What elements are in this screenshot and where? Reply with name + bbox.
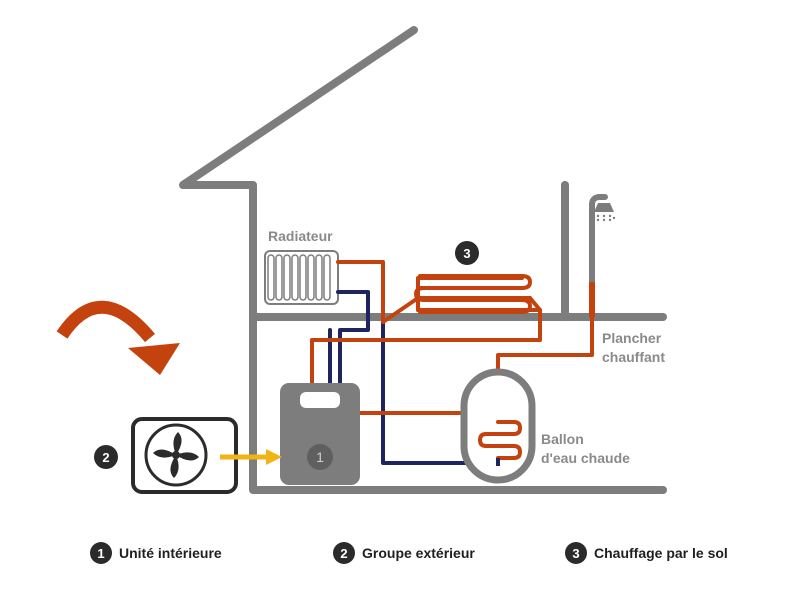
legend-item-3: 3 Chauffage par le sol bbox=[565, 542, 728, 564]
badge-underfloor: 3 bbox=[455, 241, 479, 265]
indoor-unit-number: 1 bbox=[316, 449, 324, 465]
radiator-icon bbox=[264, 250, 339, 305]
badge-outdoor-unit: 2 bbox=[94, 445, 118, 469]
ballon-label-line2: d'eau chaude bbox=[541, 450, 630, 466]
legend-item-1: 1 Unité intérieure bbox=[90, 542, 222, 564]
plancher-label-line2: chauffant bbox=[602, 349, 665, 365]
fan-icon bbox=[153, 432, 199, 478]
svg-text:1: 1 bbox=[97, 546, 104, 561]
legend-text-2: Groupe extérieur bbox=[362, 545, 475, 561]
legend: 1 Unité intérieure 2 Groupe extérieur 3 … bbox=[90, 542, 728, 564]
legend-item-2: 2 Groupe extérieur bbox=[333, 542, 475, 564]
svg-text:2: 2 bbox=[340, 546, 347, 561]
legend-text-1: Unité intérieure bbox=[119, 545, 222, 561]
underfloor-coil bbox=[413, 274, 533, 314]
shower-icon bbox=[589, 194, 616, 320]
plancher-label-line1: Plancher bbox=[602, 330, 662, 346]
hot-water-tank bbox=[460, 368, 536, 484]
svg-text:3: 3 bbox=[572, 546, 579, 561]
radiator-label: Radiateur bbox=[268, 228, 333, 244]
legend-text-3: Chauffage par le sol bbox=[594, 545, 728, 561]
svg-text:2: 2 bbox=[102, 450, 109, 465]
curved-arrow-icon bbox=[56, 300, 180, 375]
svg-text:3: 3 bbox=[463, 246, 470, 261]
flow-arrow bbox=[220, 449, 282, 465]
ballon-label-line1: Ballon bbox=[541, 431, 584, 447]
indoor-unit: 1 bbox=[280, 383, 360, 485]
outdoor-unit bbox=[131, 417, 238, 494]
